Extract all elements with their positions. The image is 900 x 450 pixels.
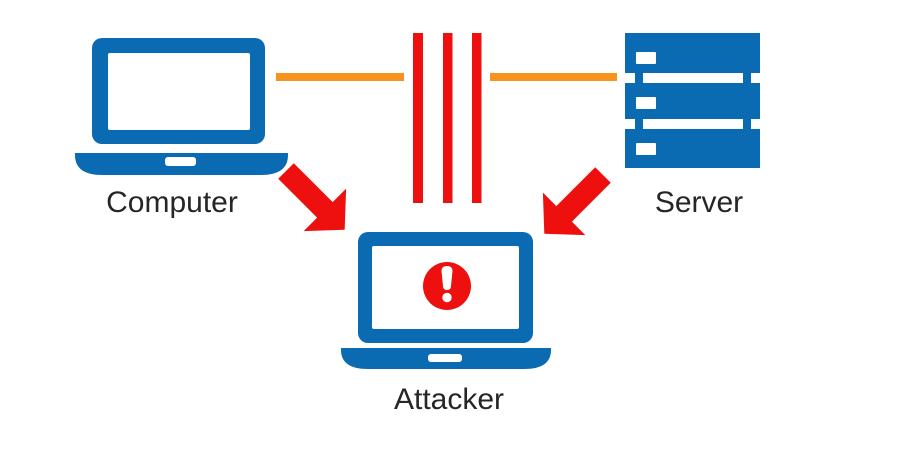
exclamation-mark bbox=[441, 266, 453, 303]
attacker-icon bbox=[341, 232, 551, 369]
interception-bars-icon bbox=[413, 33, 482, 203]
computer-icon bbox=[75, 38, 288, 175]
laptop-screen bbox=[108, 53, 250, 166]
link-segment-right bbox=[490, 73, 617, 81]
link-segment-left bbox=[276, 73, 404, 81]
server-slots bbox=[625, 52, 760, 155]
attack-arrows bbox=[278, 163, 611, 236]
computer-label: Computer bbox=[106, 186, 238, 219]
network-link-line bbox=[276, 73, 617, 81]
server-label: Server bbox=[655, 186, 743, 219]
attacker-label: Attacker bbox=[394, 383, 504, 416]
attack-arrow-left-icon bbox=[278, 163, 347, 232]
attack-arrow-right-icon bbox=[542, 167, 611, 236]
server-icon bbox=[625, 33, 760, 168]
